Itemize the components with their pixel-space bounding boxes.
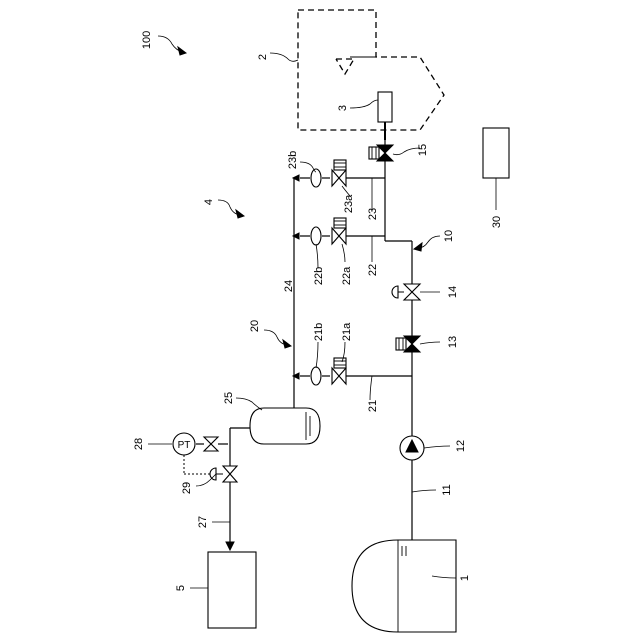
- orifice-22b: [311, 227, 321, 245]
- label-25: 25: [223, 392, 235, 404]
- label-21b: 21b: [313, 323, 325, 341]
- label-21: 21: [367, 400, 379, 412]
- label-14: 14: [447, 286, 459, 298]
- vessel-25: [250, 408, 320, 444]
- label-13: 13: [447, 336, 459, 348]
- label-4: 4: [203, 199, 215, 205]
- pump-12: [400, 436, 424, 460]
- valve-15: [369, 145, 393, 161]
- label-11: 11: [441, 484, 453, 495]
- gauge-valve: [204, 437, 218, 451]
- label-23b: 23b: [287, 151, 299, 169]
- label-22b: 22b: [313, 267, 325, 285]
- pt-label: PT: [178, 440, 191, 451]
- label-100: 100: [141, 31, 153, 49]
- valve-23a: [332, 160, 346, 186]
- label-23: 23: [367, 208, 379, 220]
- box-5: [208, 552, 256, 628]
- orifice-21b: [311, 367, 321, 385]
- valve-22a: [332, 218, 346, 244]
- label-3: 3: [337, 105, 349, 111]
- label-20: 20: [249, 320, 261, 332]
- label-2: 2: [257, 54, 269, 60]
- valve-29: [210, 466, 237, 482]
- label-21a: 21a: [341, 322, 353, 341]
- label-27: 27: [197, 516, 209, 528]
- label-29: 29: [181, 482, 193, 494]
- valve-14: [392, 284, 420, 300]
- controller-30: [483, 128, 509, 178]
- drain-line: [196, 428, 250, 550]
- label-5: 5: [175, 585, 187, 591]
- housing-2: [298, 10, 444, 130]
- label-28: 28: [133, 438, 145, 450]
- valve-13: [396, 336, 420, 352]
- label-30: 30: [491, 216, 503, 228]
- valve-21a: [332, 358, 346, 384]
- label-1: 1: [459, 575, 471, 581]
- nozzle-3: [378, 92, 392, 122]
- label-12: 12: [455, 440, 467, 452]
- tank-1: [352, 540, 456, 632]
- label-22: 22: [367, 264, 379, 276]
- label-24: 24: [283, 280, 295, 292]
- label-22a: 22a: [341, 266, 353, 285]
- label-23a: 23a: [343, 194, 355, 213]
- label-10: 10: [443, 230, 455, 242]
- label-15: 15: [417, 144, 429, 156]
